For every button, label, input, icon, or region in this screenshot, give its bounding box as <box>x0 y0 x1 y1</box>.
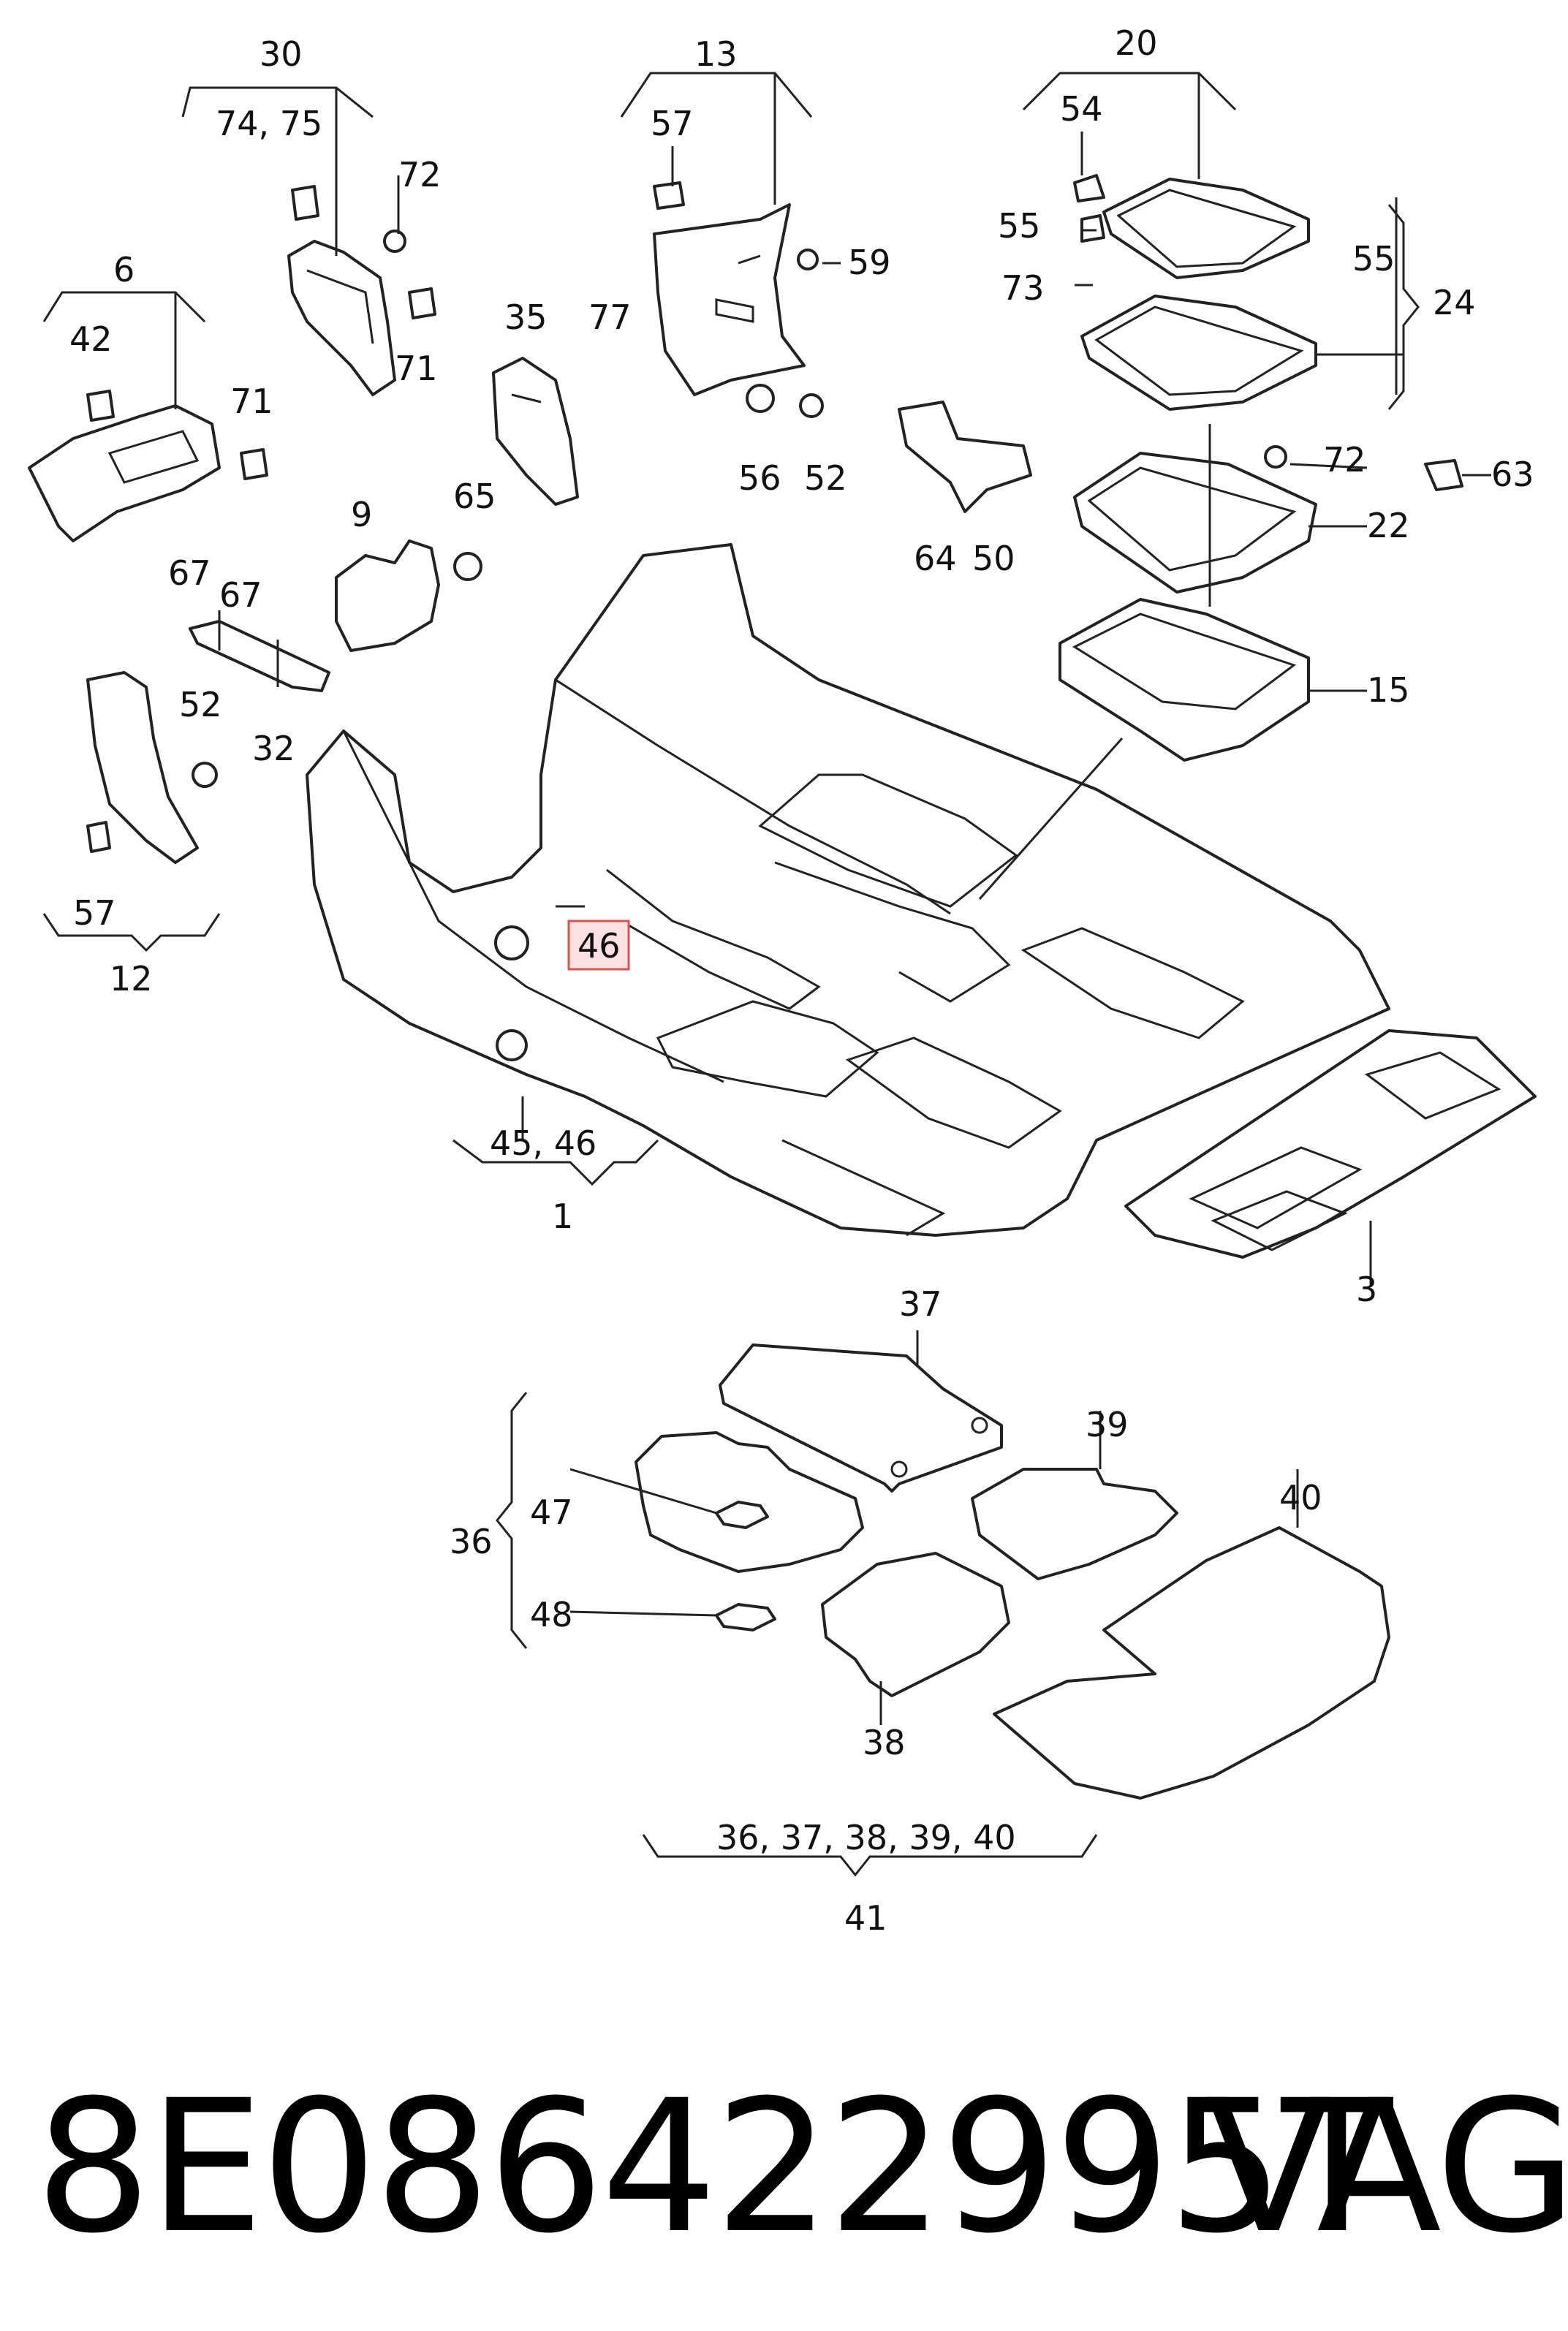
callout-56[interactable]: 56 <box>738 458 781 498</box>
callout-40[interactable]: 40 <box>1279 1478 1322 1517</box>
callout-36[interactable]: 36 <box>450 1522 493 1561</box>
mat-part-37[interactable] <box>719 1343 1003 1493</box>
callout-50[interactable]: 50 <box>972 539 1015 578</box>
trim-panel-part-13[interactable] <box>653 203 806 396</box>
callout-41[interactable]: 41 <box>844 1898 887 1938</box>
callout-39[interactable]: 39 <box>1086 1405 1129 1444</box>
panel-part-6[interactable] <box>28 404 221 542</box>
bracket-part-9[interactable] <box>335 539 440 652</box>
callout-47[interactable]: 47 <box>530 1493 573 1532</box>
tray-lid-part-20[interactable] <box>1102 178 1310 279</box>
callout-37[interactable]: 37 <box>899 1284 942 1324</box>
callout-55b[interactable]: 55 <box>1352 239 1395 278</box>
trim-part-12[interactable] <box>86 671 199 864</box>
brand-caption: VAG <box>1206 2061 1568 2273</box>
part-number-caption: 8E086422995T <box>35 2061 1393 2273</box>
callout-9[interactable]: 9 <box>351 495 372 534</box>
callout-71b[interactable]: 71 <box>230 382 273 421</box>
callout-77[interactable]: 77 <box>588 297 632 337</box>
callout-63[interactable]: 63 <box>1491 455 1534 494</box>
mat-part-36[interactable] <box>635 1431 864 1631</box>
callout-12[interactable]: 12 <box>110 959 153 998</box>
bracket-part-50[interactable] <box>898 401 1032 513</box>
callout-15[interactable]: 15 <box>1367 670 1410 710</box>
highlight-box-46 <box>567 920 630 971</box>
callout-52a[interactable]: 52 <box>804 458 847 498</box>
callout-72b[interactable]: 72 <box>1323 440 1366 480</box>
bracket-part-30[interactable] <box>287 240 396 396</box>
callout-35[interactable]: 35 <box>504 297 548 337</box>
callout-64[interactable]: 64 <box>914 539 957 578</box>
callout-57a[interactable]: 57 <box>651 104 694 143</box>
leader-lines <box>42 72 1491 1725</box>
callout-13[interactable]: 13 <box>694 34 738 74</box>
callout-24[interactable]: 24 <box>1433 283 1476 322</box>
parts-exploded-diagram: 30 74, 75 72 71 13 57 59 35 77 56 52 20 … <box>28 23 1537 1938</box>
callout-73[interactable]: 73 <box>1001 268 1045 308</box>
callout-22[interactable]: 22 <box>1367 506 1410 545</box>
callout-67b[interactable]: 67 <box>219 575 262 615</box>
callout-52b[interactable]: 52 <box>179 685 222 724</box>
callout-6[interactable]: 6 <box>113 250 135 289</box>
callout-38[interactable]: 38 <box>863 1723 906 1762</box>
callout-set[interactable]: 36, 37, 38, 39, 40 <box>716 1818 1016 1857</box>
callout-30[interactable]: 30 <box>260 34 303 74</box>
callout-32[interactable]: 32 <box>252 729 295 768</box>
mat-part-39[interactable] <box>971 1468 1178 1580</box>
callout-54[interactable]: 54 <box>1060 89 1103 129</box>
callout-42[interactable]: 42 <box>69 319 113 359</box>
storage-tray-part-15[interactable] <box>1058 598 1310 762</box>
callout-48[interactable]: 48 <box>530 1595 573 1634</box>
callout-59[interactable]: 59 <box>848 243 891 282</box>
mat-part-40[interactable] <box>993 1526 1390 1800</box>
insulation-part-35[interactable] <box>492 357 579 506</box>
callout-1[interactable]: 1 <box>552 1197 573 1236</box>
callout-71a[interactable]: 71 <box>395 349 438 388</box>
fasteners <box>86 174 1463 1061</box>
callout-55a[interactable]: 55 <box>998 206 1041 246</box>
callout-46[interactable]: 46 <box>577 926 621 966</box>
callout-3[interactable]: 3 <box>1356 1270 1377 1309</box>
tray-frame-part-24[interactable] <box>1080 295 1317 411</box>
callout-45-46[interactable]: 45, 46 <box>490 1123 596 1163</box>
callout-72a[interactable]: 72 <box>398 155 442 194</box>
strip-part-32[interactable] <box>189 620 330 692</box>
rear-carpet-part-3[interactable] <box>1124 1029 1537 1259</box>
floor-carpet-part-1[interactable] <box>306 543 1390 1237</box>
mat-part-38[interactable] <box>821 1552 1010 1697</box>
callout-67a[interactable]: 67 <box>168 553 211 593</box>
callout-65[interactable]: 65 <box>453 477 496 516</box>
callout-labels: 30 74, 75 72 71 13 57 59 35 77 56 52 20 … <box>69 23 1534 1938</box>
callout-57b[interactable]: 57 <box>73 893 116 933</box>
tray-base-part-22[interactable] <box>1073 452 1317 594</box>
callout-20[interactable]: 20 <box>1115 23 1158 63</box>
group-braces <box>42 204 1420 1877</box>
callout-74-75[interactable]: 74, 75 <box>216 104 322 143</box>
